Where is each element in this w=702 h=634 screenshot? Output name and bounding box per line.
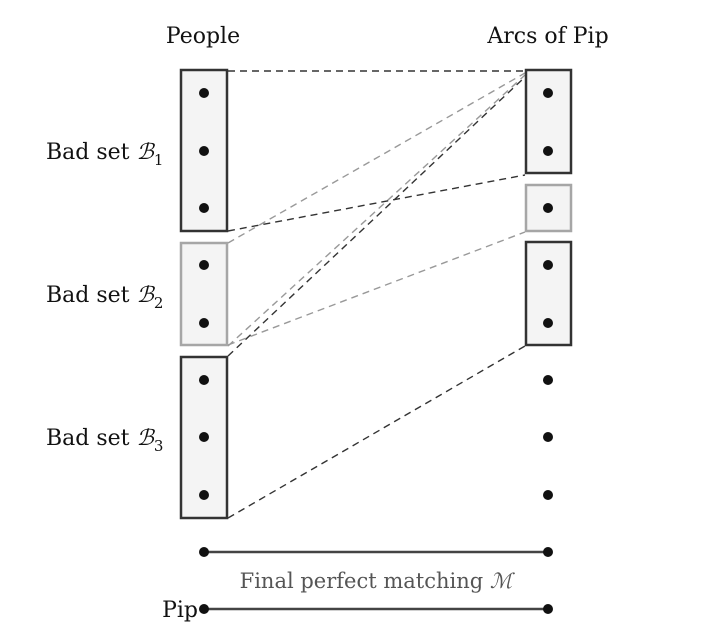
dash-b2-bottom-to-arcs1 — [227, 74, 526, 347]
pip-endpoint — [199, 604, 209, 614]
dash-b2-bottom-to-arcs2-bottom — [227, 231, 526, 346]
dashed-connections — [227, 70, 526, 519]
matching-lines — [199, 547, 553, 614]
arc-dot — [543, 146, 553, 156]
arcs-of-pip-header: Arcs of Pip — [486, 24, 608, 49]
bad-set-2-box — [179, 241, 229, 347]
arc-dot — [543, 260, 553, 270]
arcs-group-3-box — [524, 240, 573, 347]
arc-dots — [543, 88, 553, 500]
person-dot — [199, 490, 209, 500]
dash-b1-bottom-to-arcs1-bottom — [227, 174, 526, 232]
matching-endpoint — [199, 547, 209, 557]
person-dot — [199, 260, 209, 270]
bad-set-3-label: Bad set ℬ3 — [46, 426, 163, 455]
dash-b3-bottom-to-arcs3-bottom — [227, 345, 526, 519]
bad-set-2-label: Bad set ℬ2 — [46, 283, 163, 312]
matching-endpoint — [543, 547, 553, 557]
pip-endpoint — [543, 604, 553, 614]
bad-set-1-label: Bad set ℬ1 — [46, 140, 163, 169]
arc-dot — [543, 490, 553, 500]
person-dot — [199, 375, 209, 385]
person-dot — [199, 203, 209, 213]
dash-b2-top-to-arcs1 — [227, 72, 526, 244]
arc-dot — [543, 88, 553, 98]
arc-dot — [543, 375, 553, 385]
arc-dot — [543, 318, 553, 328]
person-dot — [199, 318, 209, 328]
final-matching-caption: Final perfect matching ℳ — [240, 569, 516, 593]
pip-label: Pip — [162, 598, 198, 623]
person-dot — [199, 88, 209, 98]
dash-b3-top-to-arcs1 — [227, 76, 526, 357]
arc-dot — [543, 432, 553, 442]
person-dot — [199, 146, 209, 156]
people-dots — [199, 88, 209, 500]
people-header: People — [166, 24, 240, 49]
arc-dot — [543, 203, 553, 213]
arcs-group-2-box — [524, 183, 573, 233]
person-dot — [199, 432, 209, 442]
arcs-group-1-box — [524, 68, 573, 175]
